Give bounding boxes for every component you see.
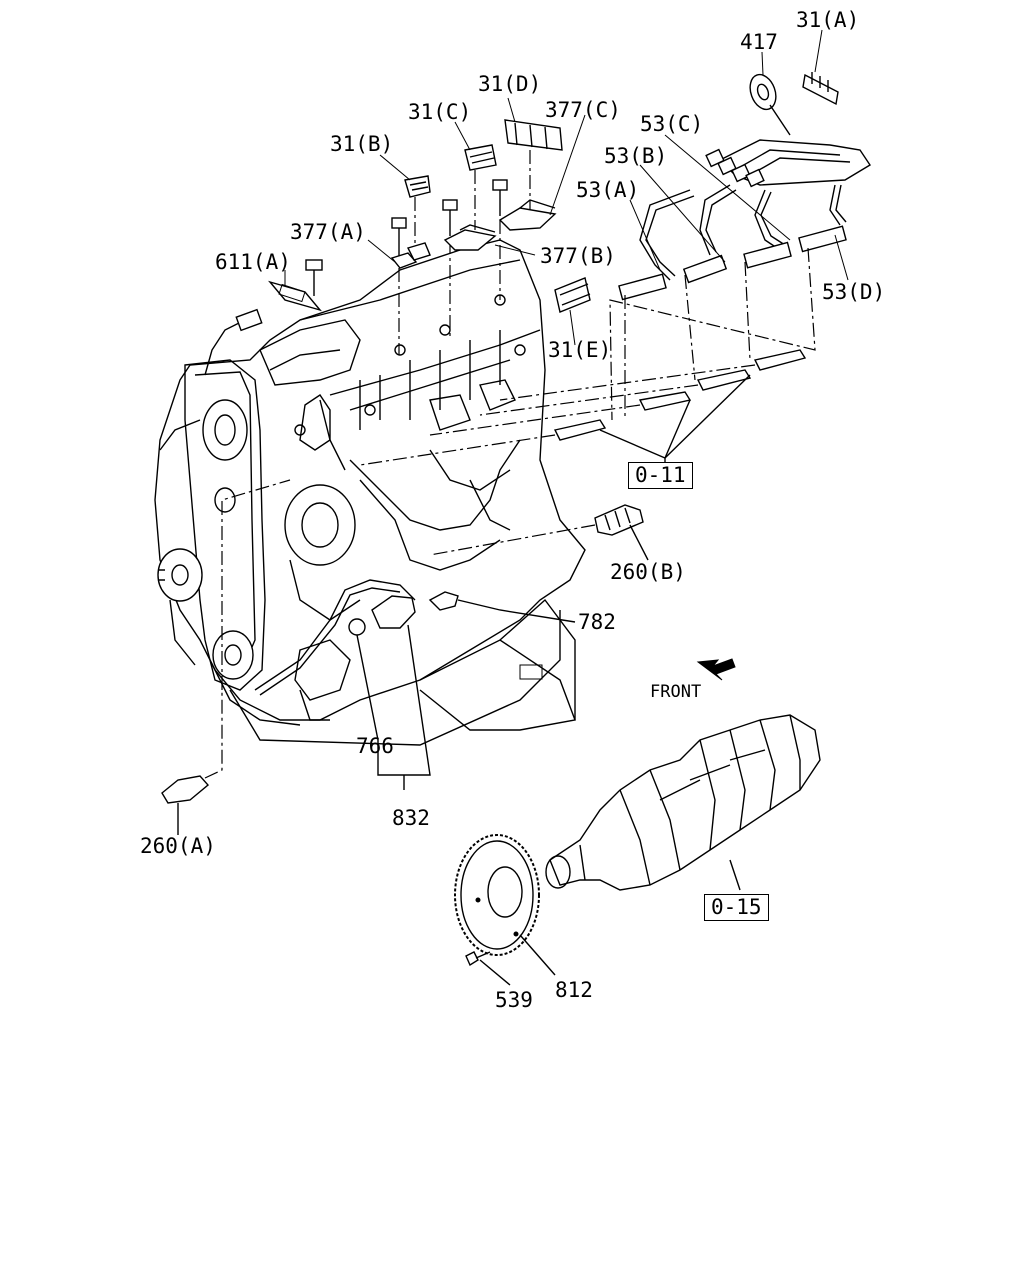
bolt-539 (465, 951, 511, 986)
label-377c: 377(C) (545, 98, 621, 122)
label-539: 539 (495, 988, 533, 1012)
label-53b: 53(B) (604, 144, 668, 168)
ref-box-0-15[interactable]: 0-15 (704, 894, 769, 921)
sensor-832 (371, 595, 416, 629)
cam-sensor-782 (428, 591, 576, 623)
o-ring-766 (348, 618, 366, 636)
label-53c: 53(C) (640, 112, 704, 136)
engine-block (154, 239, 586, 746)
label-31c: 31(C) (408, 100, 472, 124)
sensor-260a (161, 690, 223, 835)
label-832: 832 (392, 806, 430, 830)
ignition-cables (609, 139, 871, 421)
label-31e: 31(E) (548, 338, 612, 362)
reluctor-plate-812 (454, 834, 556, 976)
label-377b: 377(B) (540, 244, 616, 268)
label-260a: 260(A) (140, 834, 216, 858)
label-782: 782 (578, 610, 616, 634)
crankshaft (545, 714, 821, 891)
bracket-377b (443, 224, 497, 251)
front-arrow-icon (696, 658, 736, 681)
bracket-377c (498, 199, 557, 231)
label-812: 812 (555, 978, 593, 1002)
clip-31b (404, 175, 431, 261)
clip-31e (554, 277, 591, 313)
clip-31c (464, 144, 497, 230)
clip-31d (504, 119, 563, 210)
bolts-center (442, 179, 508, 340)
leader-lines (284, 29, 849, 346)
label-766: 766 (356, 734, 394, 758)
label-53a: 53(A) (576, 178, 640, 202)
grommet-417 (749, 73, 791, 136)
label-31d: 31(D) (478, 72, 542, 96)
label-417: 417 (740, 30, 778, 54)
label-31b: 31(B) (330, 132, 394, 156)
label-611a: 611(A) (215, 250, 291, 274)
sensor-harness (204, 319, 246, 376)
label-53d: 53(D) (822, 280, 886, 304)
label-260b: 260(B) (610, 560, 686, 584)
ref-box-0-11[interactable]: 0-11 (628, 462, 693, 489)
label-377a: 377(A) (290, 220, 366, 244)
spark-plugs (359, 349, 807, 466)
clip-31a (802, 72, 839, 106)
label-31a: 31(A) (796, 8, 860, 32)
label-front: FRONT (650, 682, 702, 702)
bolt-611-area (268, 259, 323, 312)
bolt-377a (390, 217, 418, 355)
sensor-260b (429, 504, 649, 561)
